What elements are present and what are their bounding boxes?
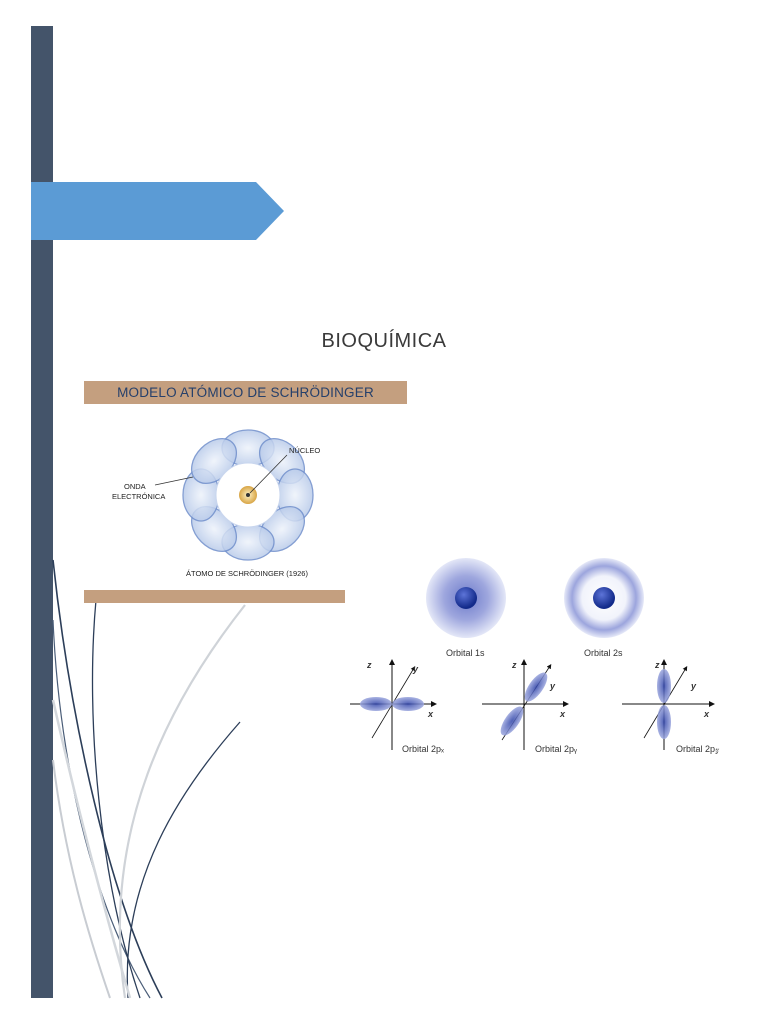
caption-orbital-2py: Orbital 2pᵧ — [535, 744, 577, 754]
atom-model-header: MODELO ATÓMICO DE SCHRÖDINGER — [84, 381, 407, 404]
atom-model-footer-bar — [84, 590, 345, 603]
axis-x-py: x — [560, 709, 566, 719]
caption-orbital-1s: Orbital 1s — [446, 648, 485, 658]
axis-z-py: z — [512, 660, 517, 670]
orbital-2py — [482, 659, 569, 750]
axis-z-pz: z — [655, 660, 660, 670]
orbital-2px — [350, 659, 437, 750]
document-title: BIOQUÍMICA — [321, 330, 447, 352]
orbital-2pz — [622, 659, 715, 750]
atom-model-header-text: MODELO ATÓMICO DE SCHRÖDINGER — [117, 385, 374, 400]
caption-orbital-2px: Orbital 2pₓ — [402, 744, 444, 754]
caption-orbital-2s: Orbital 2s — [584, 648, 623, 658]
orbital-1s — [426, 558, 506, 638]
axis-y-px: y — [413, 664, 419, 674]
axis-y-pz: y — [691, 681, 697, 691]
axis-x-pz: x — [704, 709, 710, 719]
p-orbitals — [350, 659, 715, 750]
title-arrow-banner — [31, 182, 284, 240]
axis-x-px: x — [428, 709, 434, 719]
axis-z-px: z — [367, 660, 372, 670]
atom-caption: ÁTOMO DE SCHRÖDINGER (1926) — [186, 569, 308, 578]
label-wave-line1: ONDA — [124, 482, 146, 491]
schrodinger-atom-diagram — [154, 429, 314, 561]
label-wave-line2: ELECTRÓNICA — [112, 492, 166, 501]
orbital-2s — [564, 558, 644, 638]
s-orbitals — [426, 558, 644, 638]
caption-orbital-2pz: Orbital 2p𝓏 — [676, 744, 720, 754]
label-nucleus: NÚCLEO — [289, 446, 321, 455]
axis-y-py: y — [550, 681, 556, 691]
sidebar-bar — [31, 26, 53, 998]
